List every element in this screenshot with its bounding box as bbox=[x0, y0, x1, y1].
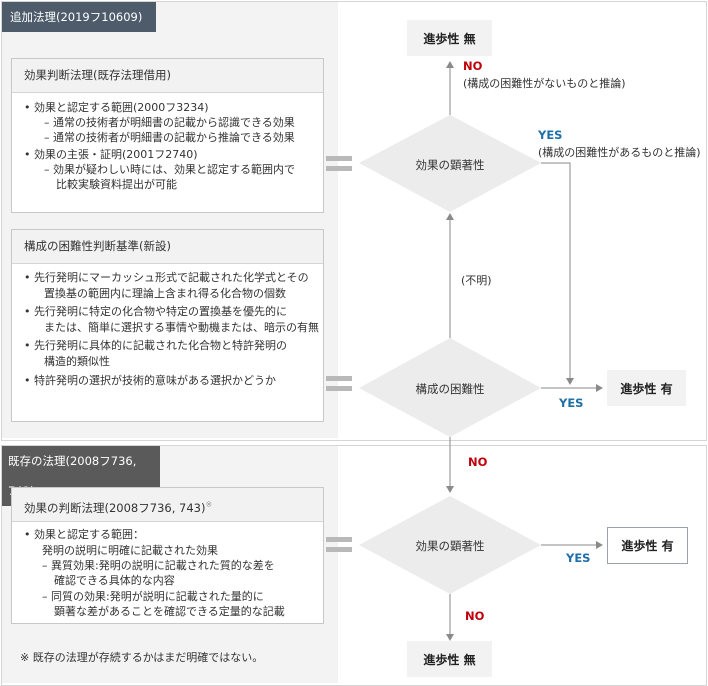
list-item: • 特許発明の選択が技術的意味がある選択かどうか bbox=[24, 374, 276, 387]
diamond-difficulty bbox=[359, 338, 541, 437]
no-label-top: NO bbox=[463, 59, 483, 73]
effect-judgment-box: 効果判断法理(既存法理借用) • 効果と認定する範囲(2000フ3234) – … bbox=[11, 58, 324, 213]
diamond-effect-bottom-label: 効果の顕著性 bbox=[415, 539, 485, 553]
difficulty-criteria-title: 構成の困難性判断基準(新設) bbox=[12, 230, 323, 264]
footnote: ※ 既存の法理が存続するかはまだ明確ではない。 bbox=[20, 651, 264, 664]
list-item: – 通常の技術者が明細書の記載から認識できる効果 bbox=[44, 116, 295, 129]
yes-label-difficulty: YES bbox=[559, 396, 584, 410]
list-item: • 先行発明に具体的に記載された化合物と特許発明の bbox=[24, 339, 287, 352]
diamond-difficulty-label: 構成の困難性 bbox=[415, 382, 485, 396]
list-item: 構造的類似性 bbox=[44, 355, 110, 368]
yes-note-top: (構成の困難性があるものと推論) bbox=[538, 146, 701, 159]
list-item: 発明の説明に明確に記載された効果 bbox=[42, 544, 218, 557]
list-item: – 効果が疑わしい時には、効果と認定する範囲内で bbox=[44, 163, 295, 176]
effect-judgment-title: 効果判断法理(既存法理借用) bbox=[12, 59, 323, 93]
existing-effect-title: 効果の判断法理(2008フ736, 743)※ bbox=[12, 488, 323, 522]
list-item: • 先行発明に特定の化合物や特定の置換基を優先的に bbox=[24, 305, 287, 318]
result-no-progress-bottom: 進歩性 無 bbox=[407, 641, 492, 677]
list-item: – 同質の効果:発明が説明に記載された量的に bbox=[42, 590, 264, 603]
list-item: – 異質効果:発明の説明に記載された質的な差を bbox=[42, 559, 275, 572]
list-item: または、簡単に選択する事情や動機または、暗示の有無 bbox=[44, 321, 319, 334]
no-note-top: (構成の困難性がないものと推論) bbox=[463, 77, 626, 90]
list-item: • 効果の主張・証明(2001フ2740) bbox=[24, 148, 198, 161]
diamond-effect-top bbox=[359, 115, 541, 212]
equals-icon bbox=[326, 537, 352, 553]
result-progress-top: 進歩性 有 bbox=[607, 370, 686, 406]
no-label-middle: NO bbox=[468, 455, 488, 469]
no-label-bottom: NO bbox=[465, 609, 485, 623]
diamond-effect-bottom bbox=[359, 496, 541, 594]
list-item: 置換基の範囲内に理論上含まれ得る化合物の個数 bbox=[44, 287, 286, 300]
list-item: 顕著な差があることを確認できる定量的な記載 bbox=[54, 605, 285, 618]
existing-effect-box: 効果の判断法理(2008フ736, 743)※ • 効果と認定する範囲： 発明の… bbox=[11, 487, 324, 624]
list-item: 比較実験資料提出が可能 bbox=[56, 178, 177, 191]
yes-label-top: YES bbox=[538, 128, 563, 142]
top-section-tag: 追加法理(2019フ10609) bbox=[2, 2, 156, 32]
list-item: • 先行発明にマーカッシュ形式で記載された化学式とその bbox=[24, 271, 309, 284]
list-item: • 効果と認定する範囲(2000フ3234) bbox=[24, 101, 209, 114]
unclear-label: (不明) bbox=[461, 274, 492, 287]
equals-icon bbox=[326, 156, 352, 172]
list-item: • 効果と認定する範囲： bbox=[24, 528, 144, 541]
list-item: 確認できる具体的な内容 bbox=[54, 574, 175, 587]
list-item: – 通常の技術者が明細書の記載から推論できる効果 bbox=[44, 131, 295, 144]
equals-icon bbox=[326, 376, 352, 392]
result-no-progress-top: 進歩性 無 bbox=[407, 20, 492, 56]
difficulty-criteria-box: 構成の困難性判断基準(新設) • 先行発明にマーカッシュ形式で記載された化学式と… bbox=[11, 229, 324, 422]
result-progress-bottom: 進歩性 有 bbox=[607, 527, 688, 564]
yes-label-bottom: YES bbox=[566, 551, 591, 565]
diamond-effect-label: 効果の顕著性 bbox=[415, 158, 485, 172]
footnote-mark: ※ bbox=[205, 500, 213, 509]
